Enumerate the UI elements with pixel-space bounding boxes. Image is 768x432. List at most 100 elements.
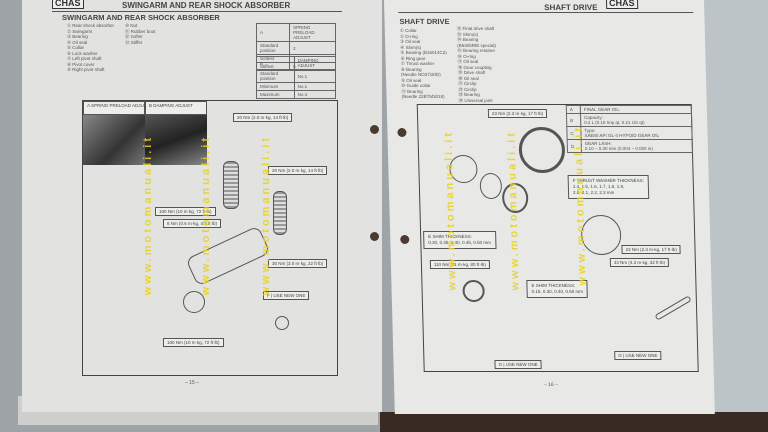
header-rule bbox=[52, 11, 342, 12]
table-cell: No.1 bbox=[293, 69, 337, 83]
bearing-drawing bbox=[462, 280, 485, 302]
text-line: ㉔ Universal joint bbox=[458, 97, 493, 103]
text-line: ⑩ Nut bbox=[125, 23, 138, 28]
shock-absorber-drawing bbox=[273, 191, 287, 235]
table-cell: Standard position bbox=[255, 41, 291, 55]
text-line: (Needle NO37/20D) bbox=[400, 72, 441, 77]
torque-label: 110 Nm (11 m·kg, 80 ft·lb) bbox=[429, 260, 490, 269]
use-new-one-label: F | USE NEW ONE bbox=[263, 291, 310, 300]
text-line: E bbox=[531, 283, 535, 288]
section-title: SWINGARM AND REAR SHOCK ABSORBER bbox=[62, 13, 220, 22]
text-line: ⑫ Final drive shaft bbox=[456, 26, 495, 31]
text-line: ② Swingarm bbox=[67, 28, 93, 34]
table-cell: 2 bbox=[289, 41, 336, 55]
table-cell: Capacity: 0.2 L (0.18 Imp qt, 0.21 US qt… bbox=[580, 113, 692, 127]
page-number: – 16 – bbox=[544, 382, 559, 388]
binder-hole bbox=[400, 235, 410, 244]
watermark: www.motomanuali.it bbox=[142, 135, 154, 296]
bearing-drawing bbox=[479, 173, 503, 199]
shim-thickness-spec: E SHIM THICKNESS: 0.30, 0.35, 0.40, 0.45… bbox=[423, 231, 497, 249]
drive-shaft-drawing bbox=[654, 295, 692, 321]
bearing-drawing bbox=[518, 127, 566, 173]
binder-hole bbox=[370, 125, 379, 134]
page-header-title: SWINGARM AND REAR SHOCK ABSORBER bbox=[122, 1, 291, 10]
text-line: ④ Oil seal bbox=[67, 39, 88, 45]
chas-badge: CHAS bbox=[605, 0, 638, 9]
text-line: ① Rear shock absorber bbox=[67, 23, 115, 28]
torque-label: 43 Nm (4.3 m·kg, 32 ft·lb) bbox=[609, 258, 670, 267]
text-line: ⑮ Bearing retainer bbox=[457, 48, 496, 53]
table-surface bbox=[380, 412, 768, 432]
pivot-drawing bbox=[275, 316, 289, 330]
text-line: SHIM THICKNESS: 0.15, 0.30, 0.40, 0.50 m… bbox=[531, 283, 583, 294]
text-line: USE NEW ONE bbox=[505, 362, 538, 367]
binder-hole bbox=[370, 232, 379, 241]
text-line: B bbox=[149, 103, 153, 108]
swingarm-diagram: A SPRING PRELOAD ADJUST B DAMPING ADJUST… bbox=[82, 100, 338, 376]
watermark: www.motomanuali.it bbox=[260, 135, 272, 296]
torque-label: 6 Nm (0.6 m·kg, 4.3 ft·lb) bbox=[163, 219, 222, 228]
binder-hole bbox=[397, 128, 407, 137]
table-cell: Type: SAE80 API GL-4 HYPOID GEAR OIL bbox=[580, 126, 693, 140]
table-cell: DAMPING ADJUST bbox=[293, 56, 337, 70]
pivot-cover-drawing bbox=[183, 291, 205, 313]
torque-label: 100 Nm (10 m·kg, 72 ft·lb) bbox=[155, 207, 216, 216]
text-line: A bbox=[87, 103, 90, 108]
text-line: G bbox=[618, 353, 622, 358]
table-cell: Minimum bbox=[256, 82, 295, 91]
torque-label: 30 Nm (3.0 m·kg, 22 ft·lb) bbox=[268, 259, 328, 268]
left-page: CHAS SWINGARM AND REAR SHOCK ABSORBER SW… bbox=[22, 0, 382, 412]
text-line: ⑨ Right pivot shaft bbox=[67, 67, 105, 72]
text-line: ⑦ Left pivot shaft bbox=[67, 56, 102, 61]
text-line: ⑥ Lock washer bbox=[67, 50, 98, 56]
torque-label: 20 Nm (2.0 m·kg, 14 ft·lb) bbox=[268, 166, 328, 175]
text-line: G bbox=[498, 362, 503, 367]
spring-preload-label: A SPRING PRELOAD ADJUST bbox=[83, 101, 150, 115]
table-cell: No.4 bbox=[293, 90, 337, 99]
spring-preload-photo bbox=[83, 115, 145, 165]
text-line: ⑪ Rubber boot bbox=[125, 28, 156, 34]
swingarm-drawing bbox=[185, 225, 271, 287]
chas-badge: CHAS bbox=[52, 0, 84, 9]
header-rule bbox=[398, 12, 694, 13]
table-cell: No.1 bbox=[293, 82, 337, 91]
text-line: (Needle 22BTM3018) bbox=[401, 94, 445, 99]
text-line: ⑫ Softer bbox=[125, 34, 143, 39]
section-title: SHAFT DRIVE bbox=[399, 17, 450, 26]
watermark: www.motomanuali.it bbox=[200, 135, 212, 296]
table-cell: A bbox=[255, 23, 291, 42]
shock-absorber-drawing bbox=[223, 161, 239, 209]
page-number: – 15 – bbox=[185, 380, 199, 386]
text-line: DAMPING ADJUST bbox=[153, 103, 193, 108]
use-new-one-label: G | USE NEW ONE bbox=[614, 351, 662, 360]
text-line: USE NEW ONE bbox=[273, 293, 306, 298]
text-line: F bbox=[267, 293, 270, 298]
torque-label: 23 Nm (2.3 m·kg, 17 ft·lb) bbox=[621, 245, 681, 254]
text-line: SHIM THICKNESS: 0.30, 0.35, 0.40, 0.45, … bbox=[428, 234, 491, 245]
torque-label: 23 Nm (2.3 m·kg, 17 ft·lb) bbox=[487, 109, 548, 118]
table-cell: Maximum bbox=[256, 90, 295, 99]
text-line: ③ Bearing bbox=[67, 34, 88, 39]
use-new-one-label: G | USE NEW ONE bbox=[494, 360, 542, 369]
text-line: ⑧ Pivot cover bbox=[67, 61, 95, 67]
page-header-title: SHAFT DRIVE bbox=[544, 3, 598, 12]
text-line: SPRING PRELOAD ADJUST bbox=[91, 103, 150, 108]
text-line: ⑬ Stiffer bbox=[125, 39, 143, 45]
text-line: USE NEW ONE bbox=[625, 353, 658, 358]
table-cell: A bbox=[566, 105, 581, 114]
damping-adjust-label: B DAMPING ADJUST bbox=[145, 101, 207, 115]
damping-adjust-photo bbox=[145, 115, 207, 165]
table-cell: B bbox=[256, 56, 295, 70]
table-cell: FINAL GEAR OIL: bbox=[580, 105, 692, 114]
table-cell: GEAR LASH: 0.10 ~ 0.30 mm (0.004 ~ 0.008… bbox=[581, 139, 693, 153]
text-line: ⑤ Collar bbox=[67, 45, 85, 50]
text-line: E bbox=[428, 234, 432, 239]
table-cell: SPRING PRELOAD ADJUST bbox=[289, 23, 336, 42]
text-line: ⑤ Bearing (B16014C2) bbox=[400, 50, 447, 55]
